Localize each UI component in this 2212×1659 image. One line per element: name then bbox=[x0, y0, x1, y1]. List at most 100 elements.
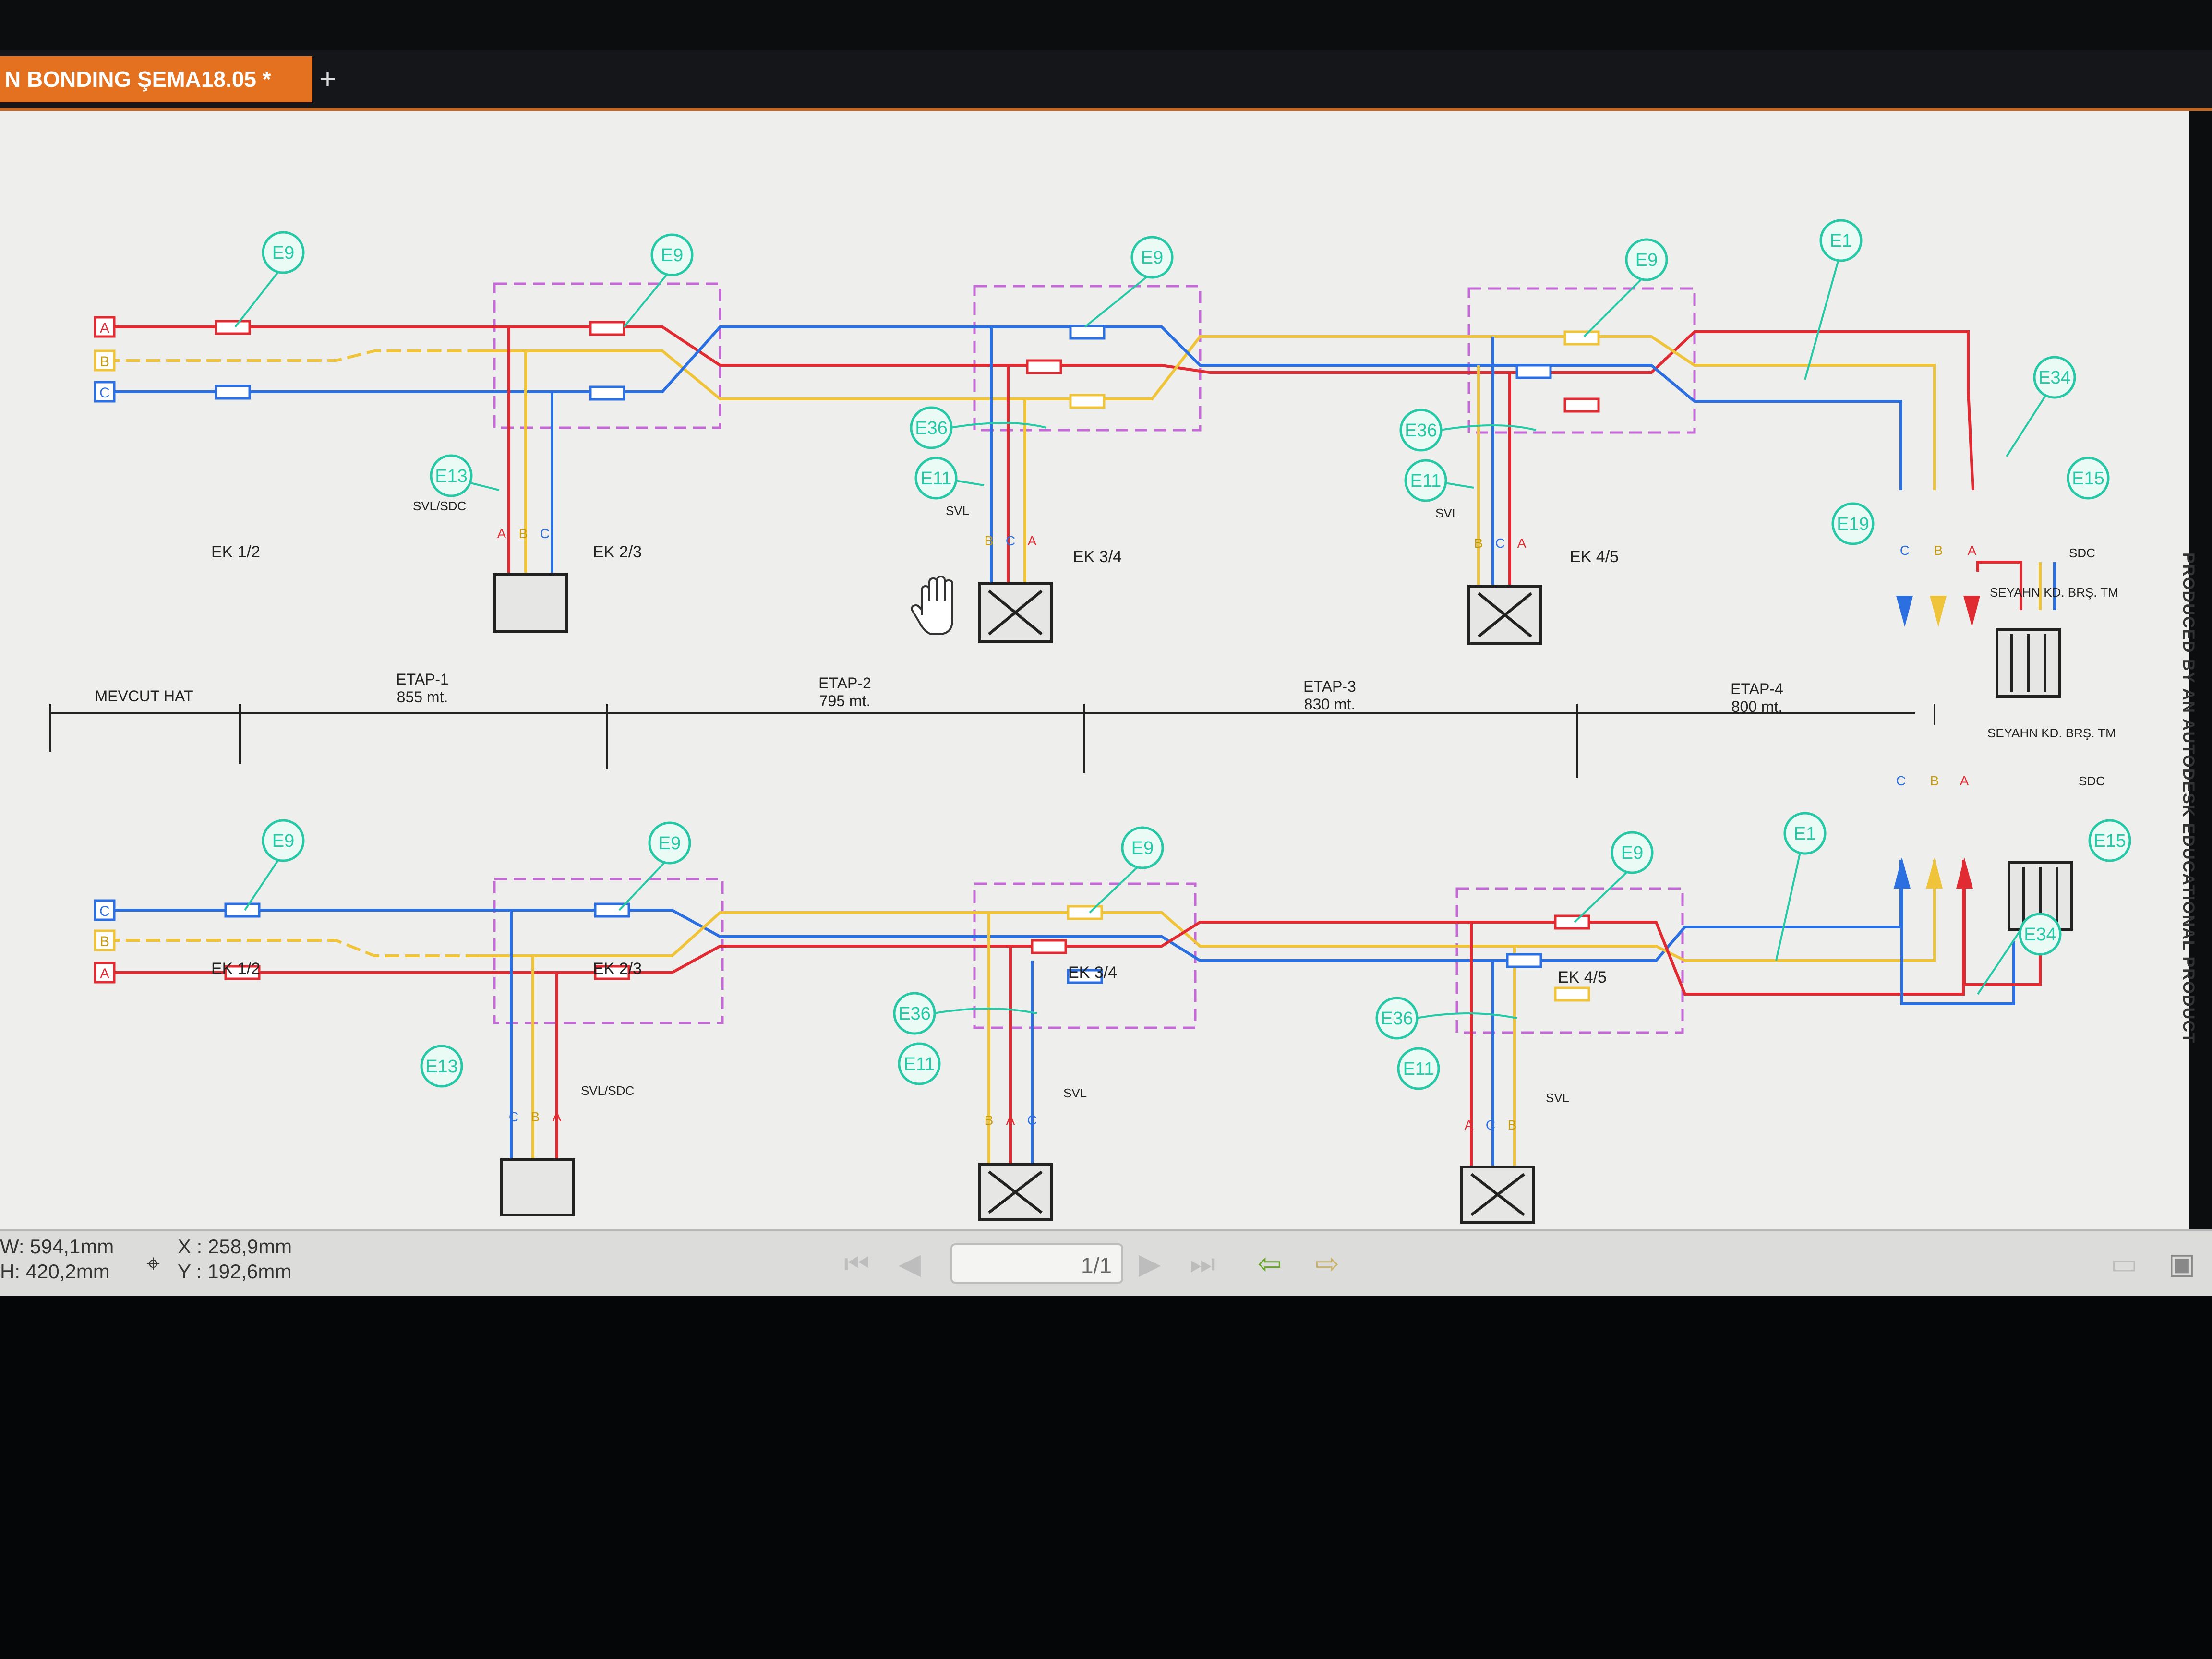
callout-bubble: E36 bbox=[1405, 421, 1437, 441]
tab-drawing[interactable]: N BONDING ŞEMA18.05 * bbox=[0, 56, 312, 102]
blue-arrow-icon bbox=[1896, 596, 1913, 627]
phase-label: A bbox=[1960, 773, 1969, 788]
monitor-screen: N BONDING ŞEMA18.05 * + bbox=[0, 50, 2212, 1296]
joint-frame bbox=[973, 285, 1202, 432]
callout-bubble: E11 bbox=[1403, 1059, 1434, 1079]
red-arrow-icon bbox=[1963, 596, 1980, 627]
box-label: SVL bbox=[1435, 506, 1459, 520]
section-existing-label: MEVCUT HAT bbox=[95, 687, 193, 705]
link-symbol bbox=[215, 320, 251, 335]
cursor-icon: ⌖ bbox=[146, 1250, 160, 1277]
etap-name: ETAP-2 bbox=[818, 674, 871, 692]
phase-label: B bbox=[985, 533, 994, 548]
phase-label: C bbox=[99, 903, 110, 919]
callout-bubble: E9 bbox=[659, 833, 681, 854]
phase-label: A bbox=[100, 320, 109, 336]
callout-bubble: E9 bbox=[1131, 838, 1154, 858]
callout-bubble: E11 bbox=[921, 469, 952, 489]
prev-page-icon[interactable]: ◀ bbox=[898, 1248, 921, 1280]
phase-label: B bbox=[1934, 543, 1943, 558]
hand-cursor-icon bbox=[911, 575, 953, 635]
callout-bubble: E9 bbox=[272, 831, 294, 851]
joint-label: EK 1/2 bbox=[211, 960, 260, 978]
phase-label: C bbox=[1006, 533, 1015, 548]
phase-label: A bbox=[100, 966, 109, 982]
phase-label: B bbox=[1508, 1118, 1517, 1132]
callout-bubble: E36 bbox=[898, 1004, 931, 1024]
layout-icon[interactable]: ▭ bbox=[2110, 1248, 2138, 1280]
etap-name: ETAP-1 bbox=[396, 671, 449, 688]
joint-label: EK 1/2 bbox=[211, 543, 260, 561]
first-page-icon[interactable]: ⏮ bbox=[844, 1248, 870, 1280]
link-symbol bbox=[1069, 394, 1106, 409]
callout-bubble: E1 bbox=[1794, 824, 1816, 844]
link-symbol bbox=[1069, 325, 1106, 340]
model-icon[interactable]: ▣ bbox=[2168, 1248, 2196, 1280]
callout-bubble: E19 bbox=[1837, 514, 1869, 534]
drawing-canvas[interactable]: A B C EK 1/2 EK 2/3 EK 3/4 EK 4/5 bbox=[0, 111, 2198, 1229]
phase-label: C bbox=[1896, 773, 1906, 788]
link-symbol bbox=[215, 385, 251, 400]
tab-bar: N BONDING ŞEMA18.05 * + bbox=[0, 50, 2212, 111]
callout-bubble: E9 bbox=[1621, 843, 1643, 863]
callout-bubble: E15 bbox=[2093, 831, 2126, 851]
svl-box bbox=[493, 573, 568, 633]
plus-icon[interactable]: + bbox=[319, 63, 337, 95]
status-bar: W: 594,1mm H: 420,2mm ⌖ X : 258,9mm Y : … bbox=[0, 1229, 2212, 1296]
callout-bubble: E36 bbox=[915, 418, 948, 438]
callout-bubble: E9 bbox=[1635, 250, 1658, 270]
phase-label: A bbox=[1517, 536, 1527, 551]
phase-label: C bbox=[1900, 543, 1910, 558]
joint-label: EK 3/4 bbox=[1068, 963, 1117, 982]
box-label: SVL bbox=[1063, 1086, 1087, 1100]
etap-name: ETAP-3 bbox=[1303, 678, 1356, 695]
joint-label: EK 2/3 bbox=[593, 543, 642, 561]
link-symbol bbox=[589, 321, 625, 336]
box-label: SDC bbox=[2079, 774, 2105, 788]
y-readout: Y : 192,6mm bbox=[178, 1260, 292, 1283]
callout-bubble: E34 bbox=[2024, 925, 2056, 945]
callout-bubble: E9 bbox=[272, 243, 294, 263]
box-label: SVL bbox=[946, 504, 969, 518]
etap-length: 795 mt. bbox=[819, 692, 871, 709]
end-station-label: SEYAHN KD. BRŞ. TM bbox=[1987, 726, 2116, 740]
link-symbol bbox=[1026, 359, 1062, 374]
top-diagram: A B C EK 1/2 EK 2/3 EK 3/4 EK 4/5 bbox=[94, 219, 2118, 698]
educational-watermark: PRODUCED BY AN AUTODESK EDUCATIONAL PROD… bbox=[2179, 553, 2198, 1044]
x-readout: X : 258,9mm bbox=[178, 1235, 292, 1258]
etap-name: ETAP-4 bbox=[1731, 680, 1783, 697]
callout-bubble: E11 bbox=[1410, 471, 1442, 491]
page-indicator[interactable]: 1/1 bbox=[950, 1243, 1123, 1284]
phase-label: A bbox=[497, 526, 506, 541]
joint-frame bbox=[493, 282, 721, 429]
link-symbol bbox=[1515, 364, 1552, 379]
phase-label: C bbox=[509, 1109, 518, 1124]
box-label: SVL/SDC bbox=[581, 1083, 634, 1098]
last-page-icon[interactable]: ⏭ bbox=[1190, 1248, 1215, 1280]
next-page-icon[interactable]: ▶ bbox=[1138, 1248, 1161, 1280]
phase-label: C bbox=[1027, 1113, 1037, 1128]
etap-length: 830 mt. bbox=[1304, 696, 1356, 713]
callout-bubble: E13 bbox=[425, 1057, 458, 1077]
box-label: SDC bbox=[2069, 546, 2095, 560]
yellow-arrow-icon bbox=[1930, 596, 1947, 627]
section-dimensions bbox=[49, 704, 1936, 778]
end-station-label: SEYAHN KD. BRŞ. TM bbox=[1990, 585, 2118, 600]
height-readout: H: 420,2mm bbox=[0, 1260, 110, 1283]
callout-bubble: E34 bbox=[2038, 368, 2071, 388]
phase-label: A bbox=[1006, 1113, 1015, 1128]
box-label: SVL bbox=[1546, 1091, 1569, 1105]
callout-bubble: E9 bbox=[661, 245, 683, 265]
link-symbol bbox=[1563, 330, 1600, 346]
phase-label: A bbox=[1028, 533, 1037, 548]
back-view-icon[interactable]: ⇦ bbox=[1257, 1248, 1282, 1280]
forward-view-icon[interactable]: ⇨ bbox=[1315, 1248, 1340, 1280]
joint-label: EK 3/4 bbox=[1073, 548, 1122, 566]
etap-length: 855 mt. bbox=[397, 688, 448, 706]
phase-label: C bbox=[1486, 1118, 1495, 1132]
width-readout: W: 594,1mm bbox=[0, 1235, 114, 1258]
bottom-diagram: C B A EK 1/2 EK 2/3 EK 3/4 EK 4/5 bbox=[94, 726, 2131, 1224]
link-symbol bbox=[1563, 397, 1600, 413]
callout-bubble: E9 bbox=[1141, 248, 1163, 268]
joint-label: EK 4/5 bbox=[1570, 548, 1619, 566]
